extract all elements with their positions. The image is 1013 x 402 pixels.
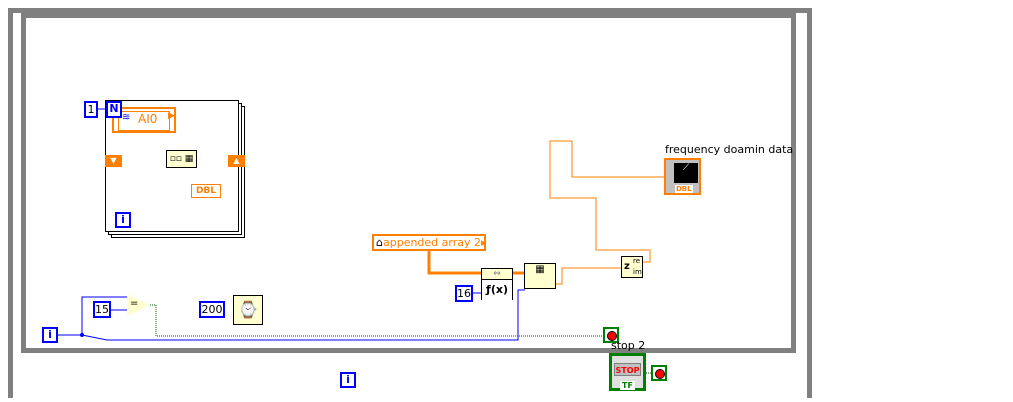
fft-size-constant[interactable]: 16 xyxy=(455,285,473,302)
im-label: im xyxy=(633,268,642,276)
arrow-right-icon: ▸ xyxy=(481,236,487,249)
stop-button-label: stop 2 xyxy=(611,339,646,352)
wire-i-blue xyxy=(58,296,128,336)
wire-local-var xyxy=(427,250,482,275)
wire-array-to-complex xyxy=(556,267,622,285)
re-label: re xyxy=(633,257,641,265)
graph-label: frequency doamin data xyxy=(665,143,794,156)
graph-type-label: DBL xyxy=(675,185,693,193)
shift-register-left: ▼ xyxy=(105,155,122,167)
waveform-graph-terminal[interactable]: ⟋ DBL xyxy=(664,158,701,195)
equal-function[interactable] xyxy=(127,294,149,316)
stop-button-face: STOP xyxy=(614,363,641,376)
iteration-terminal-outer: i xyxy=(340,372,356,388)
arrow-icon: ⇔ xyxy=(482,269,512,280)
waveform-icon: ≋ xyxy=(122,112,131,123)
fft-function[interactable]: ⇔ ƒ(x) xyxy=(481,268,513,300)
tf-label: TF xyxy=(620,381,635,390)
wait-function[interactable]: ⌚ xyxy=(233,295,263,325)
equal-label: = xyxy=(130,298,139,309)
home-icon: ⌂ xyxy=(376,236,383,249)
fx-label: ƒ(x) xyxy=(482,280,512,300)
n-constant[interactable]: 1 xyxy=(84,101,98,118)
z-label: z xyxy=(624,261,630,272)
daq-task[interactable]: ≋ AI0 ▶ xyxy=(112,107,176,133)
compare-constant[interactable]: 15 xyxy=(93,301,111,318)
graph-icon: ⟋ xyxy=(674,163,698,183)
stop-button-terminal[interactable]: STOP TF xyxy=(609,353,646,391)
wire-complex-to-graph xyxy=(549,140,665,263)
local-variable-label: appended array 2 xyxy=(382,236,481,249)
wait-constant[interactable]: 200 xyxy=(199,301,225,318)
arrow-right-icon: ▶ xyxy=(168,111,175,121)
dbl-indicator: DBL xyxy=(191,184,221,198)
build-array-function[interactable]: ▫▫ ▦ xyxy=(166,150,197,168)
wire-i-blue2 xyxy=(81,289,525,341)
complex-to-re-im[interactable]: z re im xyxy=(621,256,643,278)
clock-icon: ⌚ xyxy=(238,300,258,319)
iteration-terminal-inner: i xyxy=(42,327,58,343)
count-terminal: N xyxy=(106,101,122,118)
outer-while-loop xyxy=(8,8,812,398)
iteration-terminal-sequence: i xyxy=(115,212,131,228)
loop-condition-inner[interactable] xyxy=(603,327,619,343)
shift-register-right: ▲ xyxy=(228,155,245,167)
inner-while-loop xyxy=(21,13,796,353)
array-subset-function[interactable]: ▦ xyxy=(524,263,556,289)
loop-condition-outer[interactable] xyxy=(651,365,667,381)
local-variable[interactable]: ⌂appended array 2▸ xyxy=(372,234,487,251)
daq-label: AI0 xyxy=(138,112,158,126)
wire-bool xyxy=(150,304,604,337)
